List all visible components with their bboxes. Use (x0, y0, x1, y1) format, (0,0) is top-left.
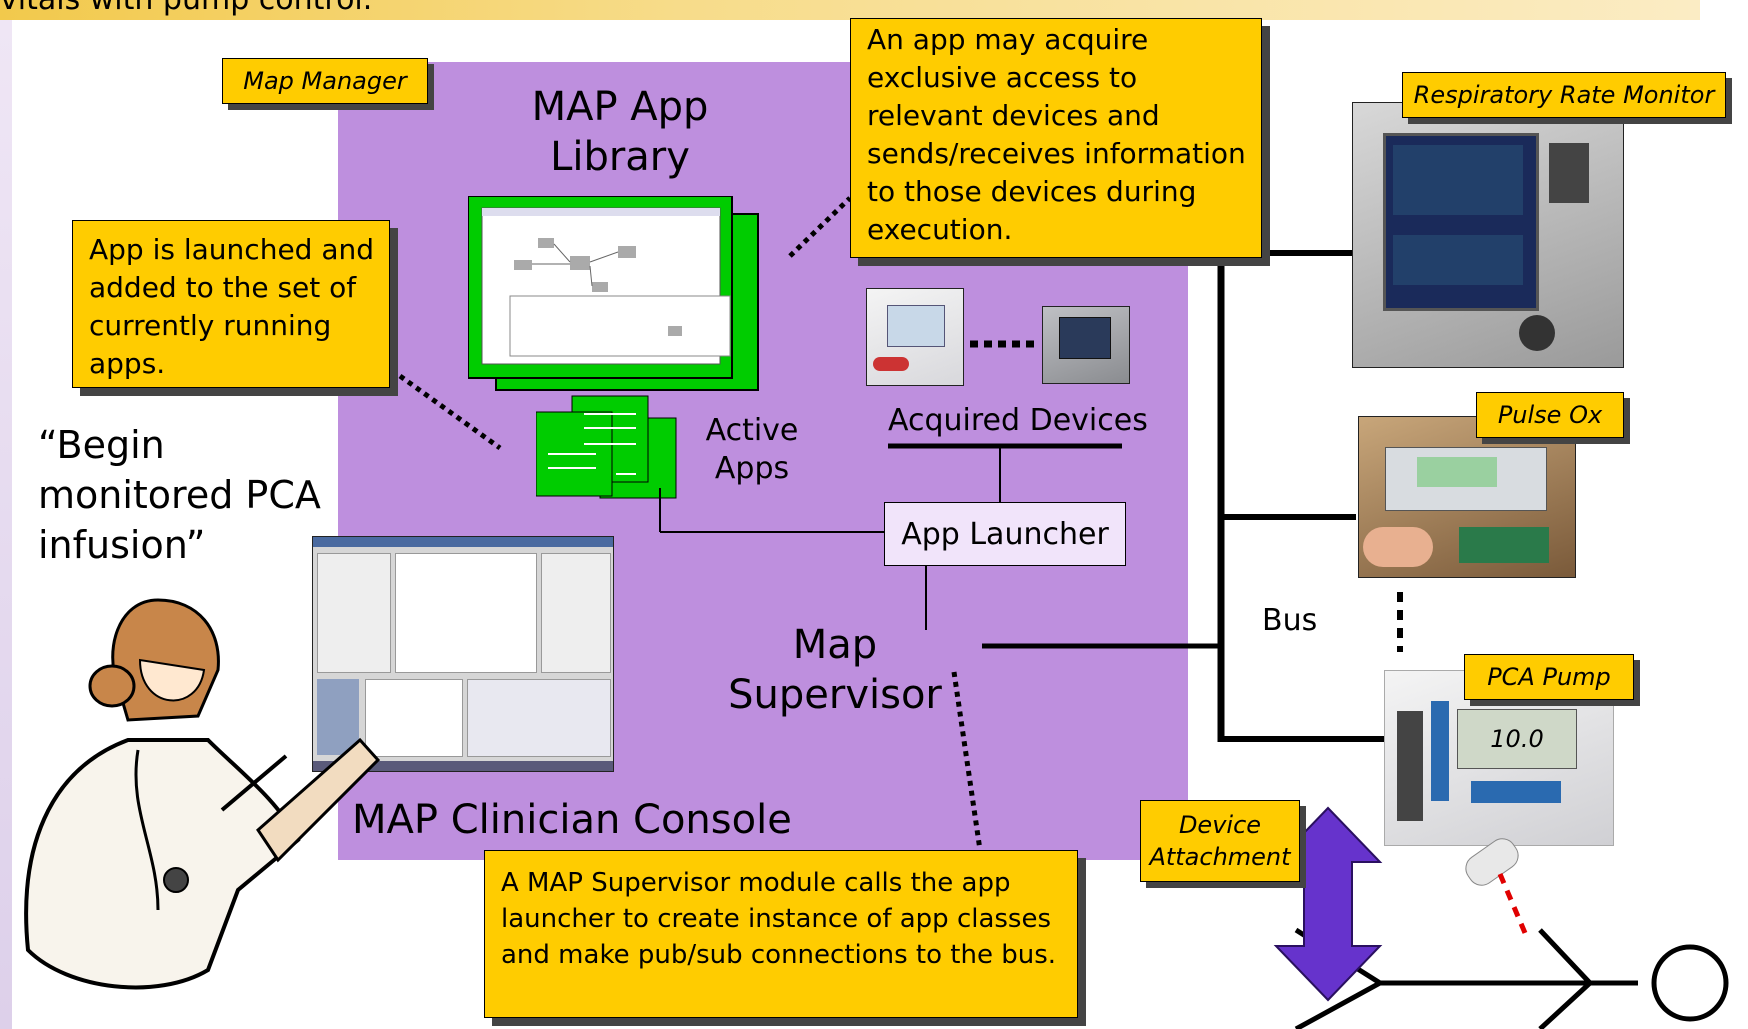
callout-app-launched: App is launched and added to the set of … (72, 220, 390, 388)
pca-pump-display: 10.0 (1457, 709, 1577, 769)
clinician-figure (24, 598, 380, 990)
clinician-console-label: MAP Clinician Console (352, 797, 792, 843)
title-band: vitals with pump control. (0, 0, 1700, 20)
active-apps-icons (536, 395, 677, 499)
clinician-console-screenshot (312, 536, 614, 772)
acquired-device-pump-photo (866, 288, 964, 386)
pulse-ox-photo (1358, 416, 1576, 578)
pca-pump-tag: PCA Pump (1464, 654, 1634, 700)
active-apps-label: Active Apps (705, 413, 799, 486)
pulse-ox-tag: Pulse Ox (1476, 392, 1624, 438)
app-library-windows (468, 196, 759, 391)
callout-supervisor-module: A MAP Supervisor module calls the app la… (484, 850, 1078, 1018)
acquired-devices-dots (970, 340, 1038, 348)
callout-exclusive-access: An app may acquire exclusive access to r… (850, 18, 1262, 258)
pca-pump-photo: 10.0 (1384, 670, 1614, 846)
slide-title: vitals with pump control. (0, 0, 372, 17)
device-attachment-tag: Device Attachment (1140, 800, 1300, 882)
app-launcher-box: App Launcher (884, 502, 1126, 566)
acquired-devices-label: Acquired Devices (888, 403, 1148, 438)
clinician-quote: “Begin monitored PCA infusion” (38, 423, 321, 567)
map-manager-tag: Map Manager (222, 58, 428, 104)
side-strip (0, 20, 12, 1029)
respiratory-monitor-photo (1352, 102, 1624, 368)
bus-label: Bus (1262, 603, 1318, 638)
map-supervisor-label: Map Supervisor (728, 622, 942, 718)
acquired-device-monitor-photo (1042, 306, 1130, 384)
app-library-title: MAP App Library (531, 84, 709, 180)
respiratory-monitor-tag: Respiratory Rate Monitor (1402, 72, 1726, 118)
